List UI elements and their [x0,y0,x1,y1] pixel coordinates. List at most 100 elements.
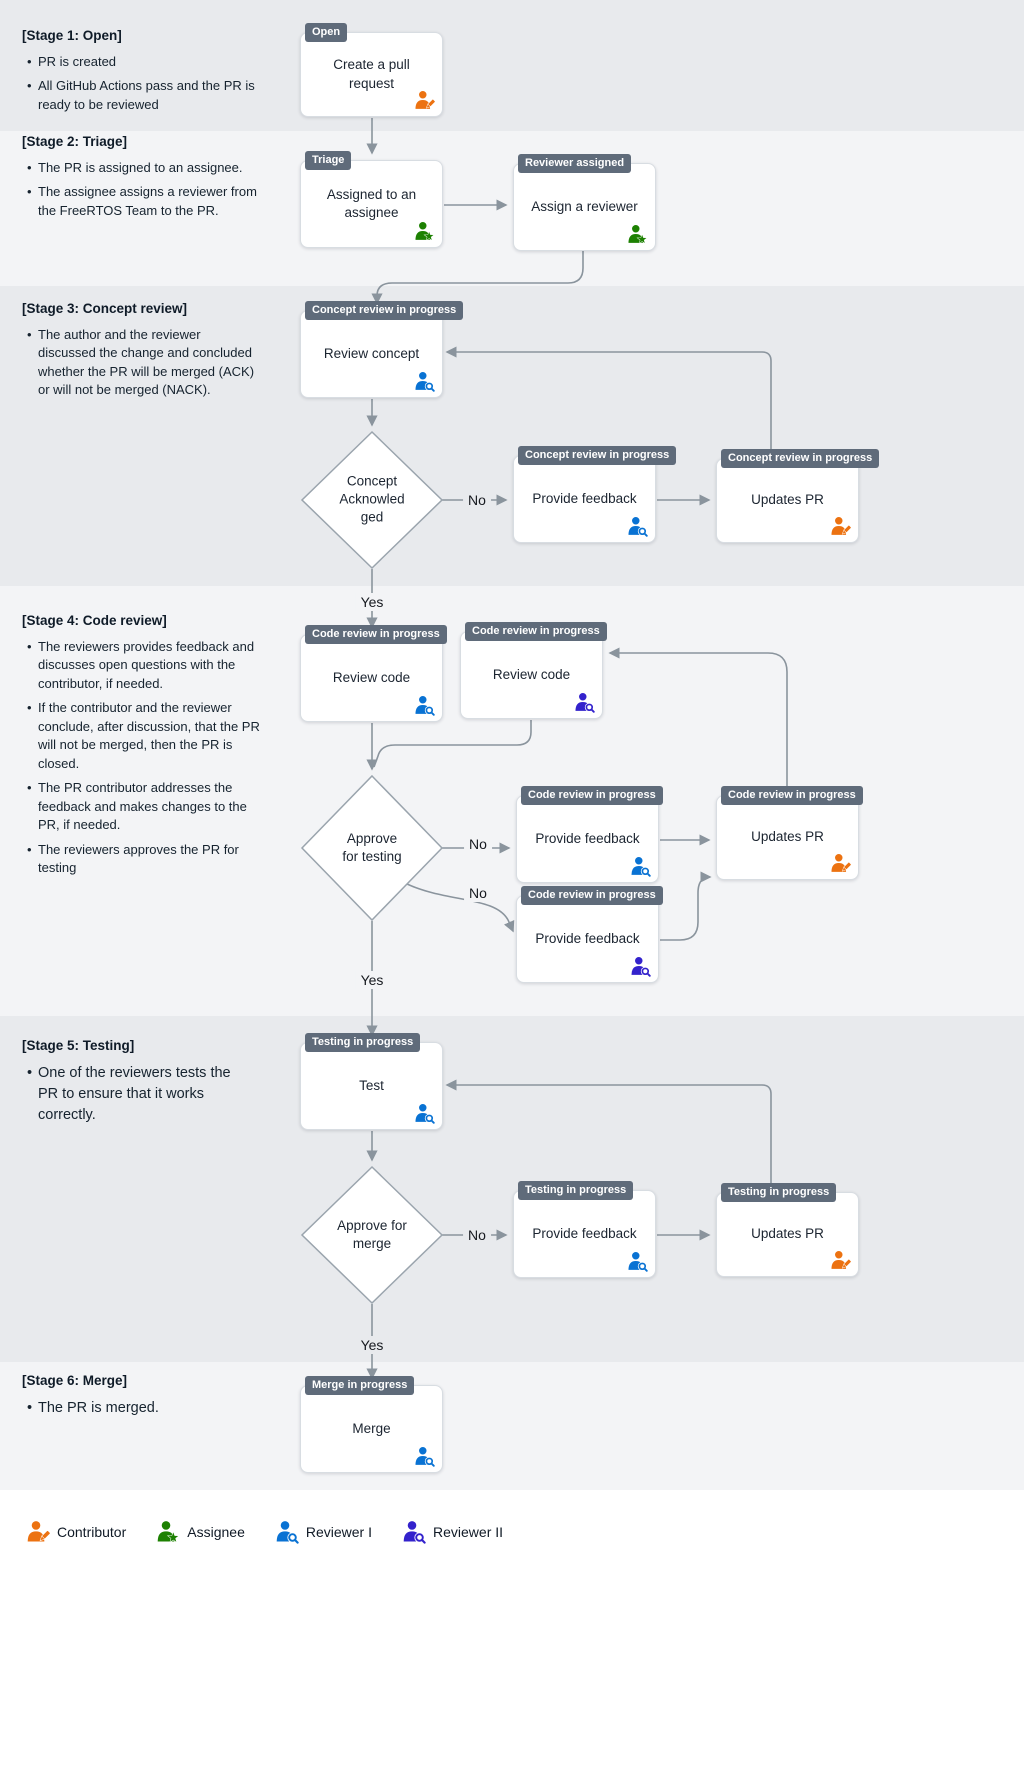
node-label: Test [359,1077,384,1093]
edge-label-no: No [463,1226,491,1244]
reviewer1-icon [627,1251,648,1272]
stage-section-1: [Stage 1: Open] PR is created All GitHub… [22,28,266,120]
node-test: Testing in progress Test [300,1033,443,1130]
node-testing-provide-feedback: Testing in progress Provide feedback [513,1181,656,1278]
status-badge: Testing in progress [721,1183,837,1202]
node-review-code-1: Code review in progress Review code [300,625,447,722]
status-badge: Concept review in progress [518,446,677,465]
legend-label: Assignee [187,1524,245,1540]
person-magnifier-icon [402,1520,426,1544]
reviewer2-icon [630,956,651,977]
decision-approve-for-testing: Approve for testing [342,830,402,864]
stage-bullet: If the contributor and the reviewer conc… [27,699,260,773]
stage-section-4: [Stage 4: Code review] The reviewers pro… [22,613,266,883]
node-review-concept: Concept review in progress Review concep… [300,301,464,398]
stage-section-5: [Stage 5: Testing] One of the reviewers … [22,1038,266,1132]
status-badge: Concept review in progress [721,449,880,468]
edge-label-no: No [464,835,492,853]
node-label: Merge [352,1420,391,1436]
node-label: Updates PR [751,829,824,845]
stage-section-6: [Stage 6: Merge] The PR is merged. [22,1373,266,1425]
node-label: Provide feedback [532,1225,637,1241]
stage-bullet: One of the reviewers tests the PR to ens… [27,1063,254,1126]
node-concept-updates-pr: Concept review in progress Updates PR [716,449,880,543]
stage-section-2: [Stage 2: Triage] The PR is assigned to … [22,134,266,226]
contributor-icon [830,853,851,874]
reviewer1-icon [414,1103,435,1124]
node-label: Provide feedback [535,930,640,946]
status-badge: Code review in progress [305,625,447,644]
node-code-updates-pr: Code review in progress Updates PR [716,786,863,880]
stage-bullet: The PR is assigned to an assignee. [27,159,263,178]
node-review-code-2: Code review in progress Review code [460,622,607,719]
node-label: Assigned to an assignee [326,186,417,220]
node-code-provide-feedback-1: Code review in progress Provide feedback [516,786,663,883]
legend-item-reviewer-1: Reviewer I [275,1520,372,1544]
node-concept-provide-feedback: Concept review in progress Provide feedb… [513,446,677,543]
node-create-pull-request: Open Create a pull request [300,23,443,117]
legend-item-contributor: Contributor [26,1520,126,1544]
node-code-provide-feedback-2: Code review in progress Provide feedback [516,886,663,983]
stage-bullet: All GitHub Actions pass and the PR is re… [27,77,266,114]
stage-title: [Stage 1: Open] [22,28,122,43]
edge-label-yes: Yes [355,1336,389,1354]
node-assign-a-reviewer: Reviewer assigned Assign a reviewer [513,154,656,251]
stage-title: [Stage 4: Code review] [22,613,167,628]
legend-label: Reviewer I [305,1524,372,1540]
reviewer2-icon [574,692,595,713]
status-badge: Open [305,23,348,42]
reviewer1-icon [414,695,435,716]
node-label: Provide feedback [532,490,637,506]
status-badge: Testing in progress [305,1033,421,1052]
edge-label-no: No [463,491,491,509]
stage-bullet: The assignee assigns a reviewer from the… [27,183,263,220]
stage-title: [Stage 3: Concept review] [22,301,188,316]
stage-bullet: The author and the reviewer discussed th… [27,326,260,400]
status-badge: Triage [305,151,352,170]
node-label: Review code [332,669,411,685]
stage-section-3: [Stage 3: Concept review] The author and… [22,301,266,406]
node-assigned-to-assignee: Triage Assigned to an assignee [300,151,443,248]
reviewer1-icon [414,1446,435,1467]
edge-label-no: No [464,884,492,902]
status-badge: Code review in progress [721,786,863,805]
legend: Contributor Assignee Reviewer I Reviewer… [26,1520,503,1544]
assignee-icon [414,221,435,242]
person-magnifier-icon [275,1520,299,1544]
contributor-icon [830,1250,851,1271]
stage-bullet: PR is created [27,53,266,72]
node-label: Updates PR [751,1226,824,1242]
decision-concept-acknowledged: Concept Acknowledged [339,473,405,526]
node-label: Assign a reviewer [531,198,638,214]
contributor-icon [414,90,435,111]
node-label: Updates PR [751,492,824,508]
person-star-icon [156,1520,180,1544]
decision-approve-for-merge: Approve for merge [337,1217,407,1251]
status-badge: Reviewer assigned [518,154,632,173]
stage-bullet: The PR is merged. [27,1398,254,1419]
person-pencil-icon [26,1520,50,1544]
legend-item-assignee: Assignee [156,1520,245,1544]
legend-label: Contributor [57,1524,127,1540]
status-badge: Testing in progress [518,1181,634,1200]
assignee-icon [627,224,648,245]
node-testing-updates-pr: Testing in progress Updates PR [716,1183,859,1277]
stage-title: [Stage 5: Testing] [22,1038,135,1053]
legend-item-reviewer-2: Reviewer II [402,1520,503,1544]
status-badge: Merge in progress [305,1376,415,1395]
reviewer1-icon [414,371,435,392]
edge-label-yes: Yes [355,971,389,989]
stage-bullet: The reviewers provides feedback and disc… [27,638,260,693]
node-merge: Merge in progress Merge [300,1376,443,1473]
stage-title: [Stage 2: Triage] [22,134,128,149]
status-badge: Concept review in progress [305,301,464,320]
node-label: Create a pull request [333,57,410,91]
stage-bullet: The reviewers approves the PR for testin… [27,841,260,878]
status-badge: Code review in progress [465,622,607,641]
node-label: Review concept [323,345,420,361]
edge-label-yes: Yes [355,593,389,611]
status-badge: Code review in progress [521,886,663,905]
status-badge: Code review in progress [521,786,663,805]
contributor-icon [830,516,851,537]
